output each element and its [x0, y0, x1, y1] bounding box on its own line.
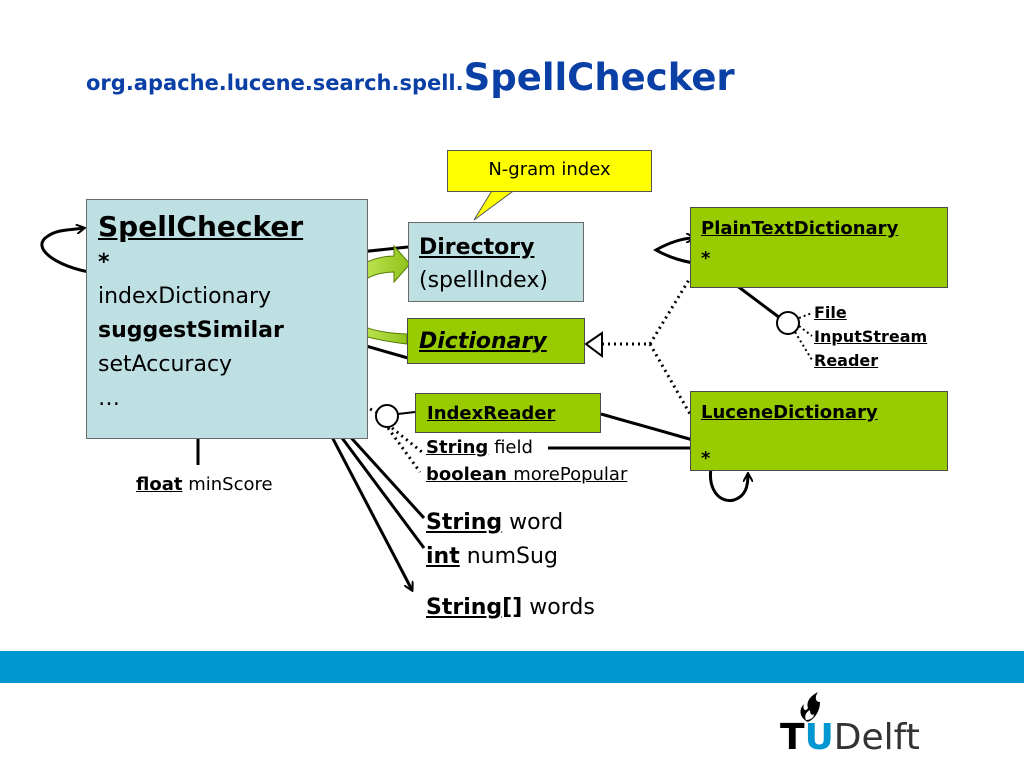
spellchecker-header: SpellChecker — [98, 210, 304, 243]
input-reader: Reader — [814, 351, 879, 370]
indexreader-interface-circle — [375, 404, 399, 428]
flame-icon — [800, 692, 820, 722]
method-indexdictionary: indexDictionary — [98, 284, 272, 309]
plaintext-name: PlainTextDictionary — [701, 218, 899, 239]
spellchecker-self-loop — [40, 228, 104, 276]
plaintextdictionary-box: PlainTextDictionary * — [690, 207, 948, 288]
spellchecker-star: * — [98, 250, 110, 275]
indexreader-box: IndexReader — [415, 393, 601, 433]
indexreader-name: IndexReader — [427, 403, 556, 424]
plaintext-self-loop — [652, 238, 707, 267]
lucenedict-star: * — [701, 448, 711, 469]
lucenedict-name: LuceneDictionary — [701, 402, 878, 423]
lucenedict-self-loop — [709, 463, 748, 502]
method-suggestsimilar: suggestSimilar — [98, 318, 284, 343]
dictionary-box: Dictionary — [407, 318, 585, 364]
spellchecker-class-box: SpellChecker * indexDictionary suggestSi… — [86, 199, 368, 439]
param-words: String[] words — [426, 595, 595, 620]
dictionary-inheritance-triangle — [584, 331, 603, 358]
param-word: String word — [426, 510, 564, 535]
param-numsug: int numSug — [426, 544, 558, 569]
lucenedictionary-box: LuceneDictionary * — [690, 391, 948, 471]
minscore-label: float minScore — [136, 474, 273, 495]
input-interface-circle — [776, 311, 800, 335]
morepopular-label: boolean morePopular — [426, 464, 628, 485]
ngram-index-callout: N-gram index — [447, 150, 652, 192]
footer-band — [0, 651, 1024, 683]
input-inputstream: InputStream — [814, 327, 928, 346]
slide-title: org.apache.lucene.search.spell.SpellChec… — [86, 56, 735, 99]
input-file: File — [814, 303, 847, 322]
directory-box: Directory (spellIndex) — [408, 222, 584, 302]
title-class: SpellChecker — [463, 56, 735, 99]
method-ellipsis: … — [98, 386, 120, 411]
title-package: org.apache.lucene.search.spell. — [86, 71, 464, 95]
method-setaccuracy: setAccuracy — [98, 352, 233, 377]
tudelft-logo: TUDelft — [780, 690, 950, 760]
plaintext-star: * — [701, 248, 711, 269]
indexreader-to-lucenedictionary-line — [600, 412, 701, 444]
directory-name: Directory — [419, 235, 535, 260]
dictionary-name: Dictionary — [419, 329, 547, 354]
field-label: String field — [426, 437, 533, 458]
directory-sub: (spellIndex) — [419, 268, 548, 293]
